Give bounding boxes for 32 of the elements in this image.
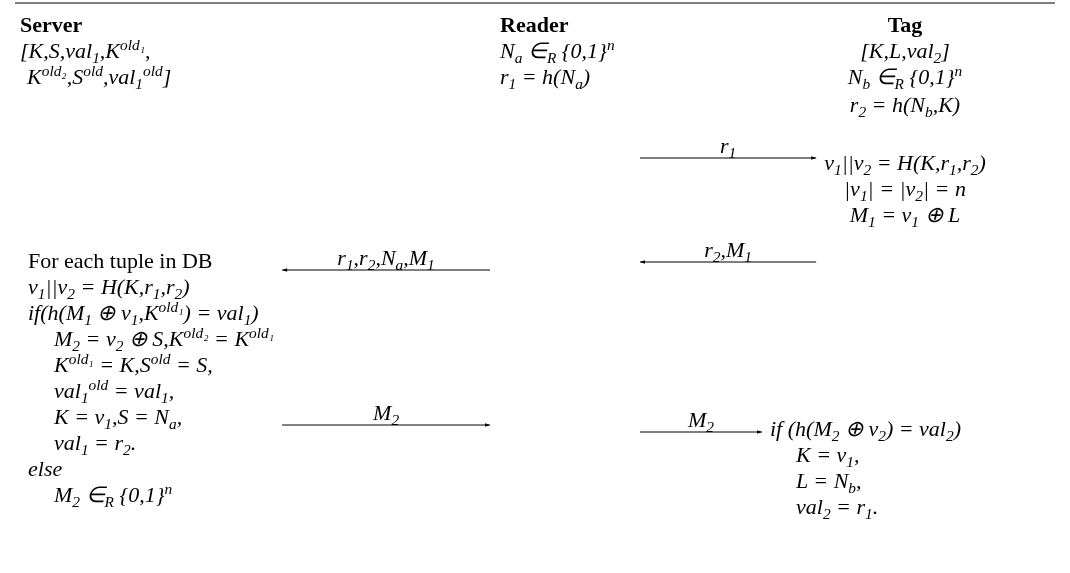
formula: r$_{2}$ = h(N$_{b}$,K) xyxy=(849,92,961,118)
formula: val$_{1}$$^{old}$ = val$_{1}$, xyxy=(53,378,176,404)
formula: M$_{1}$ = v$_{1}$ ⊕ L xyxy=(848,202,962,228)
formula: K = v$_{1}$,S = N$_{a}$, xyxy=(53,404,184,430)
formula: if (h(M$_{2}$ ⊕ v$_{2}$) = val$_{2}$) xyxy=(770,416,961,442)
formula: K$^{old₁}$ = K,S$^{old}$ = S, xyxy=(53,352,214,378)
party-heading: Tag xyxy=(887,12,923,38)
party-heading: Reader xyxy=(500,12,569,38)
message-arrow xyxy=(639,430,763,434)
formula: K = v$_{1}$, xyxy=(795,442,861,468)
formula: v$_{1}$||v$_{2}$ = H(K,r$_{1}$,r$_{2}$) xyxy=(824,150,986,176)
formula: [K,L,val$_{2}$] xyxy=(860,38,950,64)
message-arrow xyxy=(639,260,817,264)
formula: else xyxy=(28,456,64,482)
formula: |v$_{1}$| = |v$_{2}$| = n xyxy=(843,176,967,202)
formula: if(h(M$_{1}$ ⊕ v$_{1}$,K$^{old₁}$) = val$_{1}$) xyxy=(28,300,259,326)
formula: v$_{1}$||v$_{2}$ = H(K,r$_{1}$,r$_{2}$) xyxy=(28,274,191,300)
formula: N$_{b}$ ∈$_{R}$ {0,1}$^{n}$ xyxy=(847,64,963,90)
formula: For each tuple in DB xyxy=(28,248,214,274)
formula: [K,S,val$_{1}$,K$^{old₁}$, xyxy=(20,38,151,64)
message-arrow xyxy=(639,156,817,160)
formula: val$_{2}$ = r$_{1}$. xyxy=(795,494,880,520)
party-heading: Server xyxy=(20,12,83,38)
message-arrow xyxy=(281,423,491,427)
formula: r$_{1}$ = h(N$_{a}$) xyxy=(500,64,591,90)
formula: L = N$_{b}$, xyxy=(795,468,863,494)
formula: M$_{2}$ ∈$_{R}$ {0,1}$^{n}$ xyxy=(53,482,174,508)
formula: N$_{a}$ ∈$_{R}$ {0,1}$^{n}$ xyxy=(500,38,615,64)
formula: K$^{old₂}$,S$^{old}$,val$_{1}$$^{old}$] xyxy=(27,64,172,90)
message-arrow xyxy=(281,268,491,272)
formula: val$_{1}$ = r$_{2}$. xyxy=(53,430,138,456)
formula: M$_{2}$ = v$_{2}$ ⊕ S,K$^{old₂}$ = K$^{old₁}$ xyxy=(54,326,275,352)
